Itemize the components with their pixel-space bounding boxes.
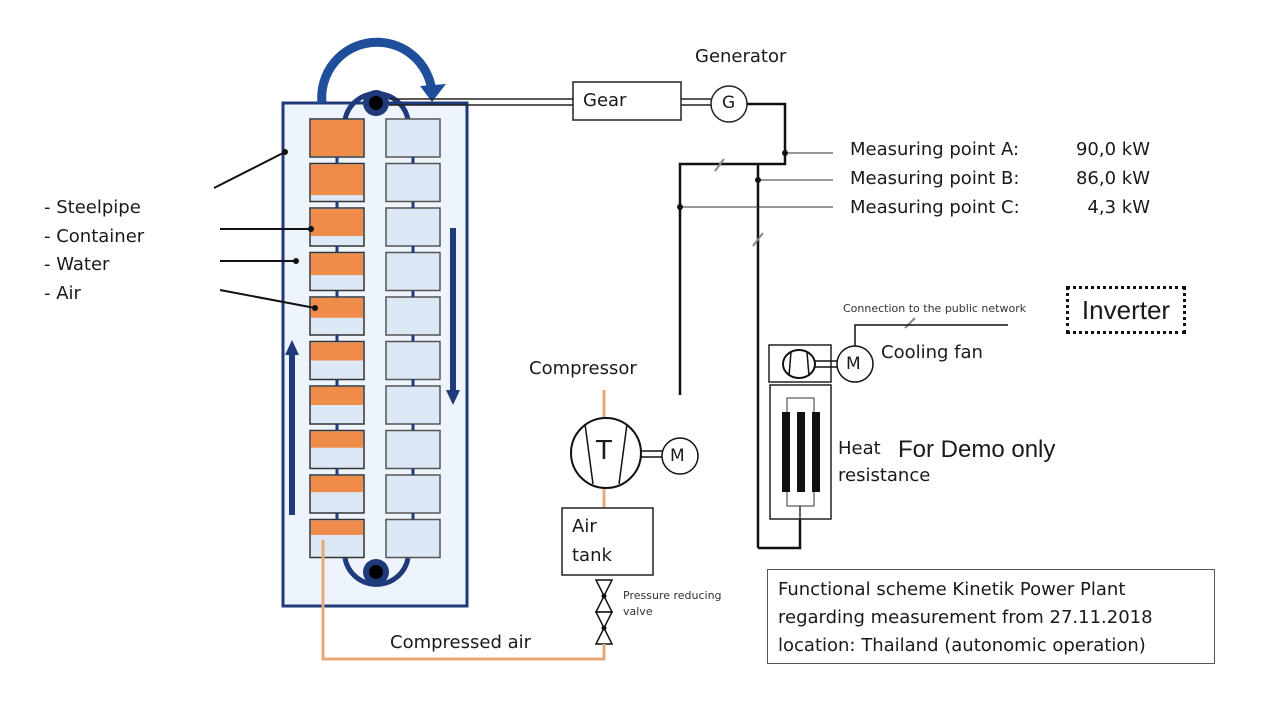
compressed-air-label: Compressed air bbox=[390, 632, 532, 653]
container-right bbox=[385, 162, 441, 203]
bottom-sprocket-hub bbox=[369, 565, 383, 579]
air-tank bbox=[561, 507, 654, 576]
legend-pointer-steelpipe bbox=[213, 151, 286, 189]
public-network-line bbox=[854, 324, 1008, 346]
right-container-column bbox=[385, 118, 441, 559]
container-right bbox=[385, 385, 441, 425]
container-left bbox=[309, 207, 365, 247]
container-right bbox=[385, 118, 441, 158]
pressure-valve-label-1: Pressure reducing bbox=[623, 589, 722, 602]
air-fill bbox=[311, 164, 363, 196]
rotation-arrow bbox=[317, 37, 437, 104]
legend-item: - Water bbox=[44, 254, 110, 275]
legend-item: - Container bbox=[44, 225, 145, 247]
container-right bbox=[385, 518, 441, 559]
air-fill bbox=[311, 431, 363, 448]
pressure-valve-label-2: valve bbox=[623, 605, 653, 618]
air-tank-label-2: tank bbox=[572, 545, 612, 566]
heating-element bbox=[797, 412, 805, 492]
generator-label: Generator bbox=[695, 46, 787, 67]
rotation-arrow-head bbox=[420, 84, 446, 102]
legend-item: - Air bbox=[44, 282, 81, 304]
measuring-point-c: Measuring point C: 4,3 kW bbox=[850, 197, 1150, 218]
container-right bbox=[385, 251, 441, 292]
cooling-fan-label: Cooling fan bbox=[881, 342, 983, 363]
air-tank-label-1: Air bbox=[572, 516, 597, 537]
heat-resistance-label-2: resistance bbox=[838, 465, 931, 486]
heating-element bbox=[812, 412, 820, 492]
cooling-fan-housing bbox=[768, 344, 832, 383]
title-box: Functional scheme Kinetik Power Plant re… bbox=[767, 569, 1215, 664]
gear-label: Gear bbox=[583, 90, 627, 111]
compressor-motor-label: M bbox=[670, 446, 685, 466]
container-right bbox=[385, 296, 441, 336]
public-network-label: Connection to the public network bbox=[843, 302, 1027, 315]
title-line: regarding measurement from 27.11.2018 bbox=[778, 607, 1153, 628]
valve-icon bbox=[594, 579, 614, 598]
down-arrow-head bbox=[446, 390, 460, 405]
container-right bbox=[385, 340, 441, 381]
measuring-point-b: Measuring point B: 86,0 kW bbox=[850, 168, 1150, 189]
container-left bbox=[309, 118, 365, 158]
air-fill bbox=[311, 520, 363, 535]
inverter-box: Inverter bbox=[1066, 286, 1186, 334]
compressor-motor-symbol bbox=[661, 437, 699, 475]
container-left bbox=[309, 162, 365, 203]
air-fill bbox=[311, 342, 363, 361]
container-left bbox=[309, 296, 365, 336]
legend-item: - Steelpipe bbox=[44, 197, 141, 218]
heat-resistance-label-1: Heat bbox=[838, 438, 881, 459]
air-fill bbox=[311, 387, 363, 405]
wire-generator-compressor bbox=[678, 102, 787, 395]
air-fill bbox=[311, 476, 363, 493]
title-line: location: Thailand (autonomic operation) bbox=[778, 635, 1146, 656]
measuring-point-b-value: 86,0 kW bbox=[1075, 168, 1150, 189]
measuring-point-a-value: 90,0 kW bbox=[1075, 139, 1150, 160]
compressor-symbol bbox=[570, 417, 642, 489]
air-fill bbox=[311, 253, 363, 276]
heating-element bbox=[782, 412, 790, 492]
air-fill bbox=[311, 120, 363, 156]
container-right bbox=[385, 474, 441, 514]
container-left bbox=[309, 251, 365, 292]
title-line: Functional scheme Kinetik Power Plant bbox=[778, 579, 1126, 600]
container-right bbox=[385, 207, 441, 247]
container-left bbox=[309, 340, 365, 381]
compressed-air-pipe bbox=[321, 540, 606, 661]
gear-box bbox=[572, 81, 682, 121]
container-left bbox=[309, 518, 365, 559]
container-left bbox=[309, 385, 365, 425]
fan-motor-label: M bbox=[846, 354, 861, 374]
up-arrow-head bbox=[285, 340, 299, 355]
compressor-label: Compressor bbox=[529, 358, 637, 379]
measuring-point-c-value: 4,3 kW bbox=[1087, 197, 1150, 218]
air-fill bbox=[311, 298, 363, 318]
legend-pointer-air bbox=[219, 289, 316, 309]
fan-icon bbox=[782, 349, 816, 379]
container-left bbox=[309, 474, 365, 514]
top-sprocket-hub bbox=[369, 96, 383, 110]
compressor-symbol-label: T bbox=[596, 436, 612, 466]
legend: - Steelpipe - Container - Water - Air bbox=[44, 194, 144, 308]
measuring-point-a: Measuring point A: 90,0 kW bbox=[850, 139, 1150, 160]
left-container-column bbox=[309, 118, 365, 559]
generator-symbol-label: G bbox=[722, 93, 736, 113]
demo-watermark: For Demo only bbox=[898, 436, 1056, 463]
container-left bbox=[309, 429, 365, 470]
container-right bbox=[385, 429, 441, 470]
air-fill bbox=[311, 209, 363, 236]
